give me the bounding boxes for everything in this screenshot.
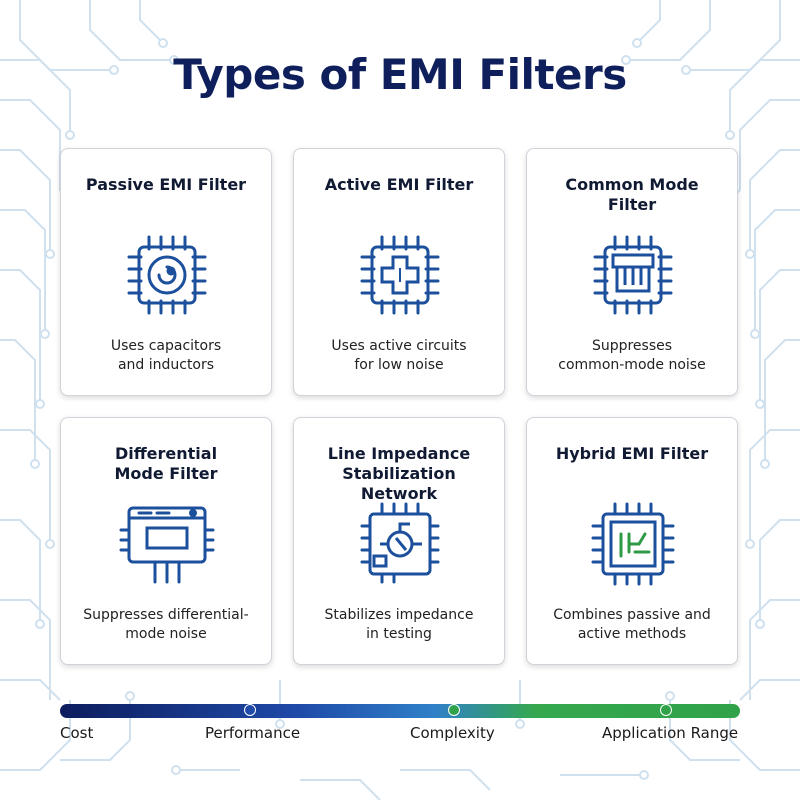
card-description: Uses active circuits for low noise — [331, 338, 467, 373]
scale-marker-complexity — [448, 704, 460, 716]
card-description: Suppresses differential- mode noise — [83, 607, 249, 642]
filter-module-icon — [119, 506, 215, 584]
card-line-impedance-stabilization-network: Line Impedance Stabilization Network Sta… — [293, 417, 505, 665]
scale-track — [60, 704, 740, 718]
card-title: Common Mode Filter — [565, 175, 699, 214]
chip-cross-icon — [360, 235, 440, 315]
scale-label-application-range: Application Range — [602, 724, 739, 742]
card-common-mode-filter: Common Mode Filter Suppresses common-mod… — [526, 148, 738, 396]
card-description: Suppresses common-mode noise — [558, 338, 706, 373]
scale-label-cost: Cost — [60, 724, 94, 742]
scale-label-complexity: Complexity — [410, 724, 495, 742]
scale-marker-performance — [244, 704, 256, 716]
card-title: Differential Mode Filter — [114, 444, 218, 483]
card-title: Active EMI Filter — [324, 175, 474, 194]
card-passive-emi-filter: Passive EMI Filter Uses capacitors and i… — [60, 148, 272, 396]
scale-label-performance: Performance — [205, 724, 301, 742]
card-hybrid-emi-filter: Hybrid EMI Filter Combines passive and a… — [526, 417, 738, 665]
card-description: Stabilizes impedance in testing — [324, 607, 474, 642]
card-description: Combines passive and active methods — [553, 607, 711, 642]
page-title: Types of EMI Filters — [173, 50, 627, 99]
card-differential-mode-filter: Differential Mode Filter Suppresses diff… — [60, 417, 272, 665]
chip-dial-icon — [127, 235, 207, 315]
card-description: Uses capacitors and inductors — [110, 338, 222, 373]
chip-transistor-icon — [360, 502, 440, 584]
chip-coil-icon — [593, 235, 673, 315]
card-title: Line Impedance Stabilization Network — [327, 444, 471, 503]
scale-marker-application-range — [660, 704, 672, 716]
chip-hybrid-icon — [591, 502, 675, 586]
card-active-emi-filter: Active EMI Filter Uses active circuits f… — [293, 148, 505, 396]
attribute-scale: Cost Performance Complexity Application … — [0, 698, 800, 758]
card-title: Passive EMI Filter — [85, 175, 247, 194]
card-title: Hybrid EMI Filter — [555, 444, 709, 463]
